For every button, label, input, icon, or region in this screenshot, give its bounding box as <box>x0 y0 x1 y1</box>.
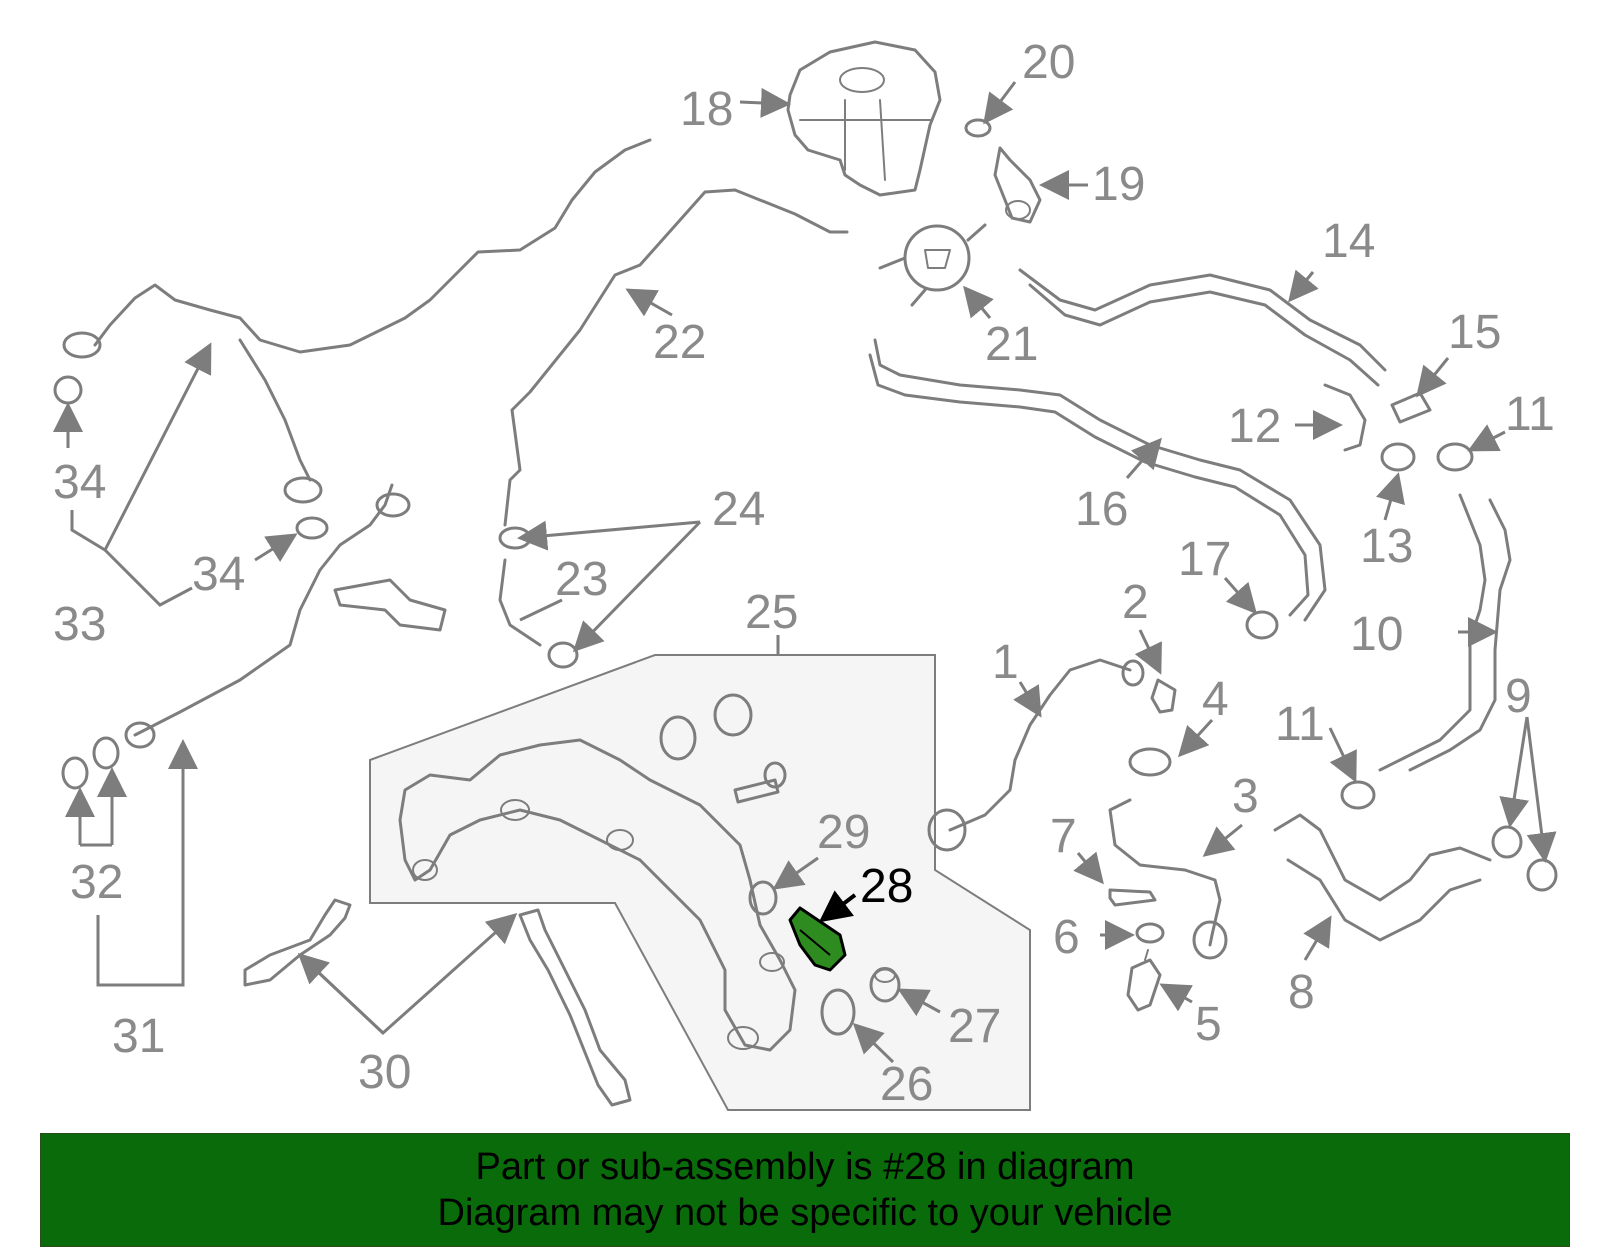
hose-1-end <box>927 808 967 852</box>
callout-10[interactable]: 10 <box>1350 608 1403 661</box>
coolant-reservoir-18[interactable] <box>786 40 942 197</box>
o-ring-34b[interactable] <box>295 516 329 540</box>
callout-23[interactable]: 23 <box>555 553 608 606</box>
clip-15[interactable] <box>1390 391 1432 424</box>
pipe-31[interactable] <box>133 483 394 737</box>
callout-15[interactable]: 15 <box>1448 306 1501 359</box>
clamp-24b[interactable] <box>547 641 579 669</box>
callout-8[interactable]: 8 <box>1288 966 1315 1019</box>
callout-7[interactable]: 7 <box>1050 810 1077 863</box>
pipe-22[interactable] <box>503 188 849 527</box>
hose-1[interactable] <box>948 658 1132 832</box>
clamp-11a[interactable] <box>1436 442 1474 472</box>
flange-33b <box>283 476 323 504</box>
clamp-2[interactable] <box>1150 678 1177 714</box>
callout-27[interactable]: 27 <box>948 1000 1001 1053</box>
flange-33 <box>62 331 102 359</box>
callout-33[interactable]: 33 <box>53 598 106 651</box>
callout-13[interactable]: 13 <box>1360 520 1413 573</box>
clip-7[interactable] <box>1108 888 1157 907</box>
callout-34b[interactable]: 34 <box>192 548 245 601</box>
callout-32[interactable]: 32 <box>70 856 123 909</box>
coolant-sensor-28[interactable] <box>788 906 847 972</box>
o-ring-32b[interactable] <box>92 736 120 770</box>
pipe-10-outer <box>1408 498 1512 772</box>
callout-28[interactable]: 28 <box>860 860 913 913</box>
clamp-4[interactable] <box>1128 747 1172 777</box>
gasket-25-parts[interactable] <box>659 693 787 804</box>
hose-8[interactable] <box>1273 813 1492 902</box>
callout-12[interactable]: 12 <box>1228 400 1281 453</box>
pipe-30a[interactable] <box>243 898 352 987</box>
coolant-manifold-25[interactable] <box>398 738 797 1052</box>
callout-11a[interactable]: 11 <box>1505 388 1555 441</box>
callout-11b[interactable]: 11 <box>1275 698 1325 751</box>
bracket-31 <box>333 578 447 632</box>
callout-30[interactable]: 30 <box>358 1046 411 1099</box>
pipe-33[interactable] <box>93 138 652 482</box>
hose-14-inner <box>1028 283 1380 387</box>
banner-line-2: Diagram may not be specific to your vehi… <box>437 1192 1173 1234</box>
callout-24[interactable]: 24 <box>712 483 765 536</box>
hose-12[interactable] <box>1323 383 1367 452</box>
callout-22[interactable]: 22 <box>653 316 706 369</box>
o-ring-26[interactable] <box>820 988 856 1036</box>
plug-27[interactable] <box>869 967 901 1003</box>
sensor-5[interactable] <box>1126 949 1162 1012</box>
clamp-13[interactable] <box>1380 442 1416 472</box>
callout-labels: 18 20 19 21 22 14 15 12 11 13 16 17 10 9… <box>53 36 1555 1111</box>
callout-3[interactable]: 3 <box>1232 770 1259 823</box>
clamp-17[interactable] <box>1245 610 1279 640</box>
callout-9[interactable]: 9 <box>1505 670 1532 723</box>
leader-lines <box>53 81 1557 1064</box>
callout-17[interactable]: 17 <box>1178 533 1231 586</box>
callout-25[interactable]: 25 <box>745 586 798 639</box>
o-ring-34a[interactable] <box>53 375 83 405</box>
callout-4[interactable]: 4 <box>1202 673 1229 726</box>
hose-16[interactable] <box>873 338 1327 622</box>
callout-31[interactable]: 31 <box>112 1010 165 1063</box>
hose-16-inner <box>868 353 1310 617</box>
pipe-30b[interactable] <box>518 908 632 1107</box>
o-ring-32a[interactable] <box>61 756 89 790</box>
callout-34a[interactable]: 34 <box>53 456 106 509</box>
hose-8-inner <box>1286 858 1482 942</box>
callout-5[interactable]: 5 <box>1195 998 1222 1051</box>
seal-29[interactable] <box>748 880 778 916</box>
callout-1[interactable]: 1 <box>992 636 1019 689</box>
callout-29[interactable]: 29 <box>817 806 870 859</box>
clamp-9b[interactable] <box>1526 858 1558 892</box>
hose-23[interactable] <box>498 558 542 647</box>
seal-6[interactable] <box>1135 922 1165 944</box>
clamp-9a[interactable] <box>1491 825 1523 859</box>
clamp-20[interactable] <box>964 118 992 138</box>
banner-line-1: Part or sub-assembly is #28 in diagram <box>475 1146 1135 1188</box>
callout-16[interactable]: 16 <box>1075 483 1128 536</box>
assembly-box-25 <box>369 654 1031 1111</box>
callout-26[interactable]: 26 <box>880 1058 933 1111</box>
callout-18[interactable]: 18 <box>680 83 733 136</box>
hose-3-end <box>1192 920 1228 960</box>
callout-20[interactable]: 20 <box>1022 36 1075 89</box>
callout-2[interactable]: 2 <box>1122 576 1149 629</box>
clamp-11b[interactable] <box>1340 780 1376 810</box>
valve-21[interactable] <box>878 223 987 307</box>
notice-banner: Part or sub-assembly is #28 in diagram D… <box>40 1133 1570 1247</box>
hose-1-end2 <box>1121 659 1145 687</box>
callout-14[interactable]: 14 <box>1322 215 1375 268</box>
callout-6[interactable]: 6 <box>1053 911 1080 964</box>
hose-connector-19[interactable] <box>993 146 1042 224</box>
callout-21[interactable]: 21 <box>985 318 1038 371</box>
hose-14[interactable] <box>1018 268 1387 372</box>
pipe-31-end <box>375 492 411 518</box>
pipe-31-end2 <box>124 721 156 749</box>
callout-19[interactable]: 19 <box>1092 158 1145 211</box>
